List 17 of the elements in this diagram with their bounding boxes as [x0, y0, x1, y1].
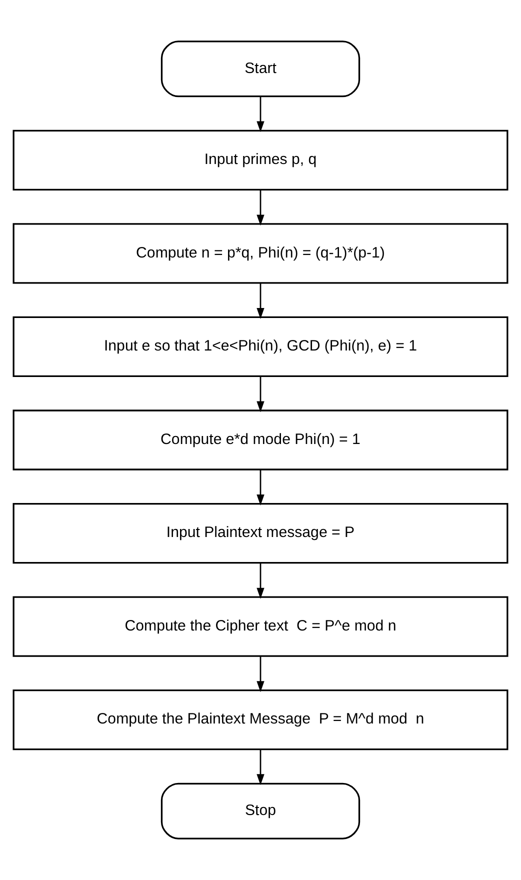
arrow	[256, 470, 264, 506]
arrow	[256, 656, 264, 692]
node-box: Compute n = p*q, Phi(n) = (q-1)*(p-1)	[12, 223, 508, 284]
node-box: Stop	[160, 782, 360, 840]
node-box: Start	[160, 40, 360, 98]
node-box: Compute the Plaintext Message P = M^d mod n	[12, 690, 508, 750]
node-box: Compute e*d mode Phi(n) = 1	[12, 410, 508, 470]
arrow	[256, 562, 264, 599]
node-box: Input primes p, q	[12, 130, 508, 190]
arrow	[256, 282, 264, 319]
arrow	[256, 750, 264, 786]
node-box: Compute the Cipher text C = P^e mod n	[12, 596, 508, 657]
node-box: Input Plaintext message = P	[12, 502, 508, 564]
arrow	[256, 190, 264, 226]
node-box: Input e so that 1<e<Phi(n), GCD (Phi(n), e) = 1	[12, 316, 508, 378]
arrow	[256, 376, 264, 412]
arrow	[256, 96, 264, 132]
